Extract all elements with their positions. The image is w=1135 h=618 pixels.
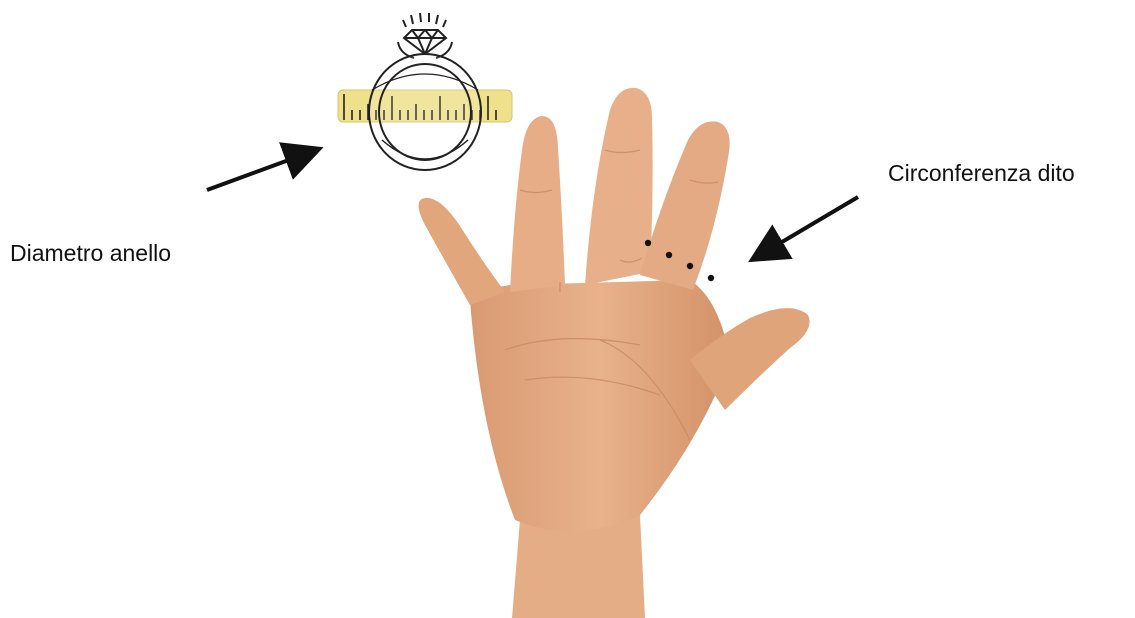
ring-diameter-label: Diametro anello (10, 240, 172, 266)
finger-circumference-label: Circonferenza dito (888, 160, 1075, 186)
finger-measure-dots (644, 239, 715, 282)
ring-with-gem-icon (368, 12, 482, 171)
arrow-to-finger (748, 195, 860, 263)
open-hand-illustration (418, 87, 810, 618)
arrow-to-ring (206, 142, 324, 192)
